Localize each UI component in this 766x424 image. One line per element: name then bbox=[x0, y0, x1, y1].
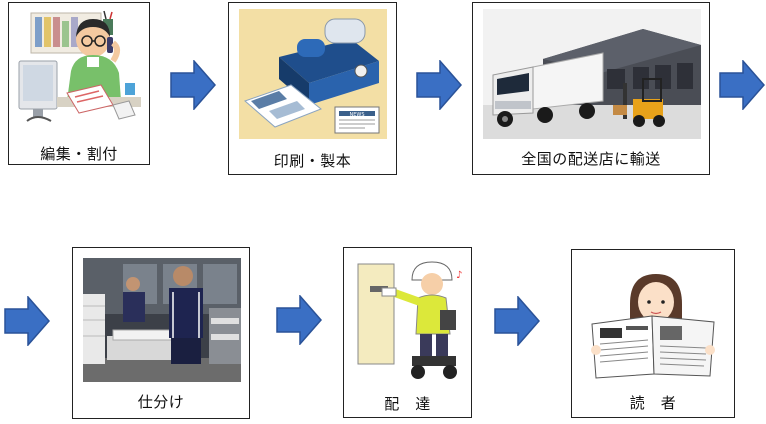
sorting-workers-photo bbox=[83, 258, 241, 382]
flow-arrow-right-icon bbox=[719, 60, 765, 110]
newspaper-reader-illustration bbox=[588, 264, 720, 382]
step-caption: 編集・割付 bbox=[40, 145, 118, 163]
step-card-editing: 編集・割付 bbox=[8, 2, 150, 165]
flow-arrow-right-icon bbox=[416, 60, 462, 110]
step-card-reader: 読 者 bbox=[571, 249, 735, 418]
step-caption: 全国の配送店に輸送 bbox=[521, 150, 661, 168]
flow-arrow-right-icon bbox=[494, 296, 540, 346]
step-caption: 仕分け bbox=[137, 393, 185, 411]
step-card-delivery: ♪ 配 達 bbox=[343, 247, 472, 418]
step-card-sorting: 仕分け bbox=[72, 247, 250, 419]
delivery-person-illustration: ♪ bbox=[352, 254, 464, 384]
editor-at-desk-illustration bbox=[17, 9, 141, 133]
svg-text:♪: ♪ bbox=[456, 270, 462, 281]
step-caption: 配 達 bbox=[384, 395, 431, 413]
flow-arrow-right-icon bbox=[4, 296, 50, 346]
news-logo-text: NEWS bbox=[349, 112, 364, 118]
flow-arrow-right-icon bbox=[170, 60, 216, 110]
printing-press-illustration: NEWS bbox=[239, 9, 387, 139]
flow-arrow-right-icon bbox=[276, 295, 322, 345]
step-card-transport: 全国の配送店に輸送 bbox=[472, 2, 710, 175]
step-card-printing: NEWS 印刷・製本 bbox=[228, 2, 397, 175]
step-caption: 印刷・製本 bbox=[273, 152, 352, 170]
step-caption: 読 者 bbox=[629, 394, 677, 412]
truck-warehouse-photo bbox=[483, 9, 701, 139]
